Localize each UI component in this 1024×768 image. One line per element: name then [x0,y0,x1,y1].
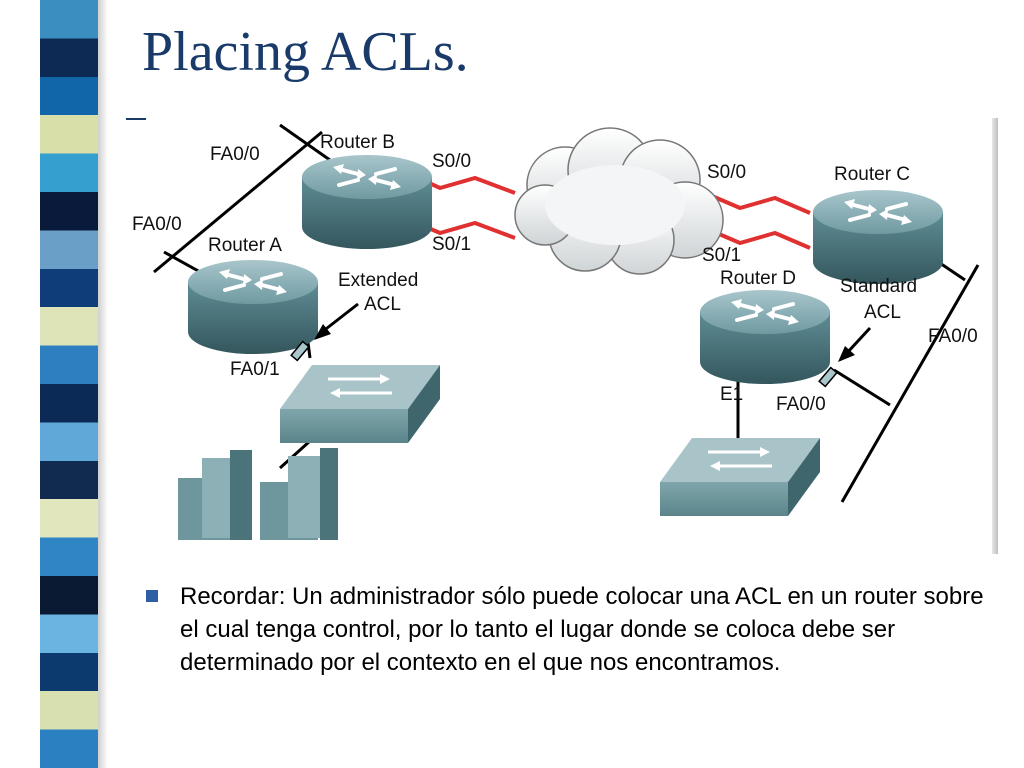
standard-acl-label: ACL [864,302,901,323]
s01-d-label: S0/1 [702,245,741,266]
bullet-square-icon [146,590,158,602]
extended-label: Extended [338,270,418,291]
extended-acl-arrow-icon [314,302,359,340]
router-d-icon [698,288,832,386]
serial-links [404,170,811,250]
router-c-label: Router C [834,164,910,185]
wan-cloud-icon [514,127,724,275]
title-divider [126,118,146,120]
router-b-label: Router B [320,132,395,153]
diagram-edge-shadow [992,118,998,554]
fa00-left-label: FA0/0 [132,214,182,235]
s00-c-label: S0/0 [707,162,746,183]
fa01-a-label: FA0/1 [230,359,280,380]
s00-b-label: S0/0 [432,151,471,172]
router-d-label: Router D [720,268,796,289]
router-c-icon [811,188,945,286]
switch-d-icon [658,436,822,518]
standard-label: Standard [840,276,917,297]
router-a-icon [186,258,320,356]
decorative-stripe-bar [40,0,98,768]
switch-a-icon [278,363,442,445]
e1-d-label: E1 [720,384,743,405]
network-diagram: FA0/0 Router B FA0/0 Router A S0/0 S0/1 … [132,123,980,540]
server-group-icon [178,448,338,540]
acl-markers [290,340,838,388]
router-a-label: Router A [208,235,282,256]
slide-title: Placing ACLs. [142,21,469,83]
stripe-shadow [98,0,108,768]
standard-acl-arrow-icon [838,326,872,362]
fa00-top-label: FA0/0 [210,144,260,165]
extended-acl-label: ACL [364,294,401,315]
fa00-d-label: FA0/0 [776,394,826,415]
body-text: Recordar: Un administrador sólo puede co… [180,583,984,676]
router-b-icon [300,153,434,251]
fa00-right-label: FA0/0 [928,326,978,347]
s01-b-label: S0/1 [432,234,471,255]
